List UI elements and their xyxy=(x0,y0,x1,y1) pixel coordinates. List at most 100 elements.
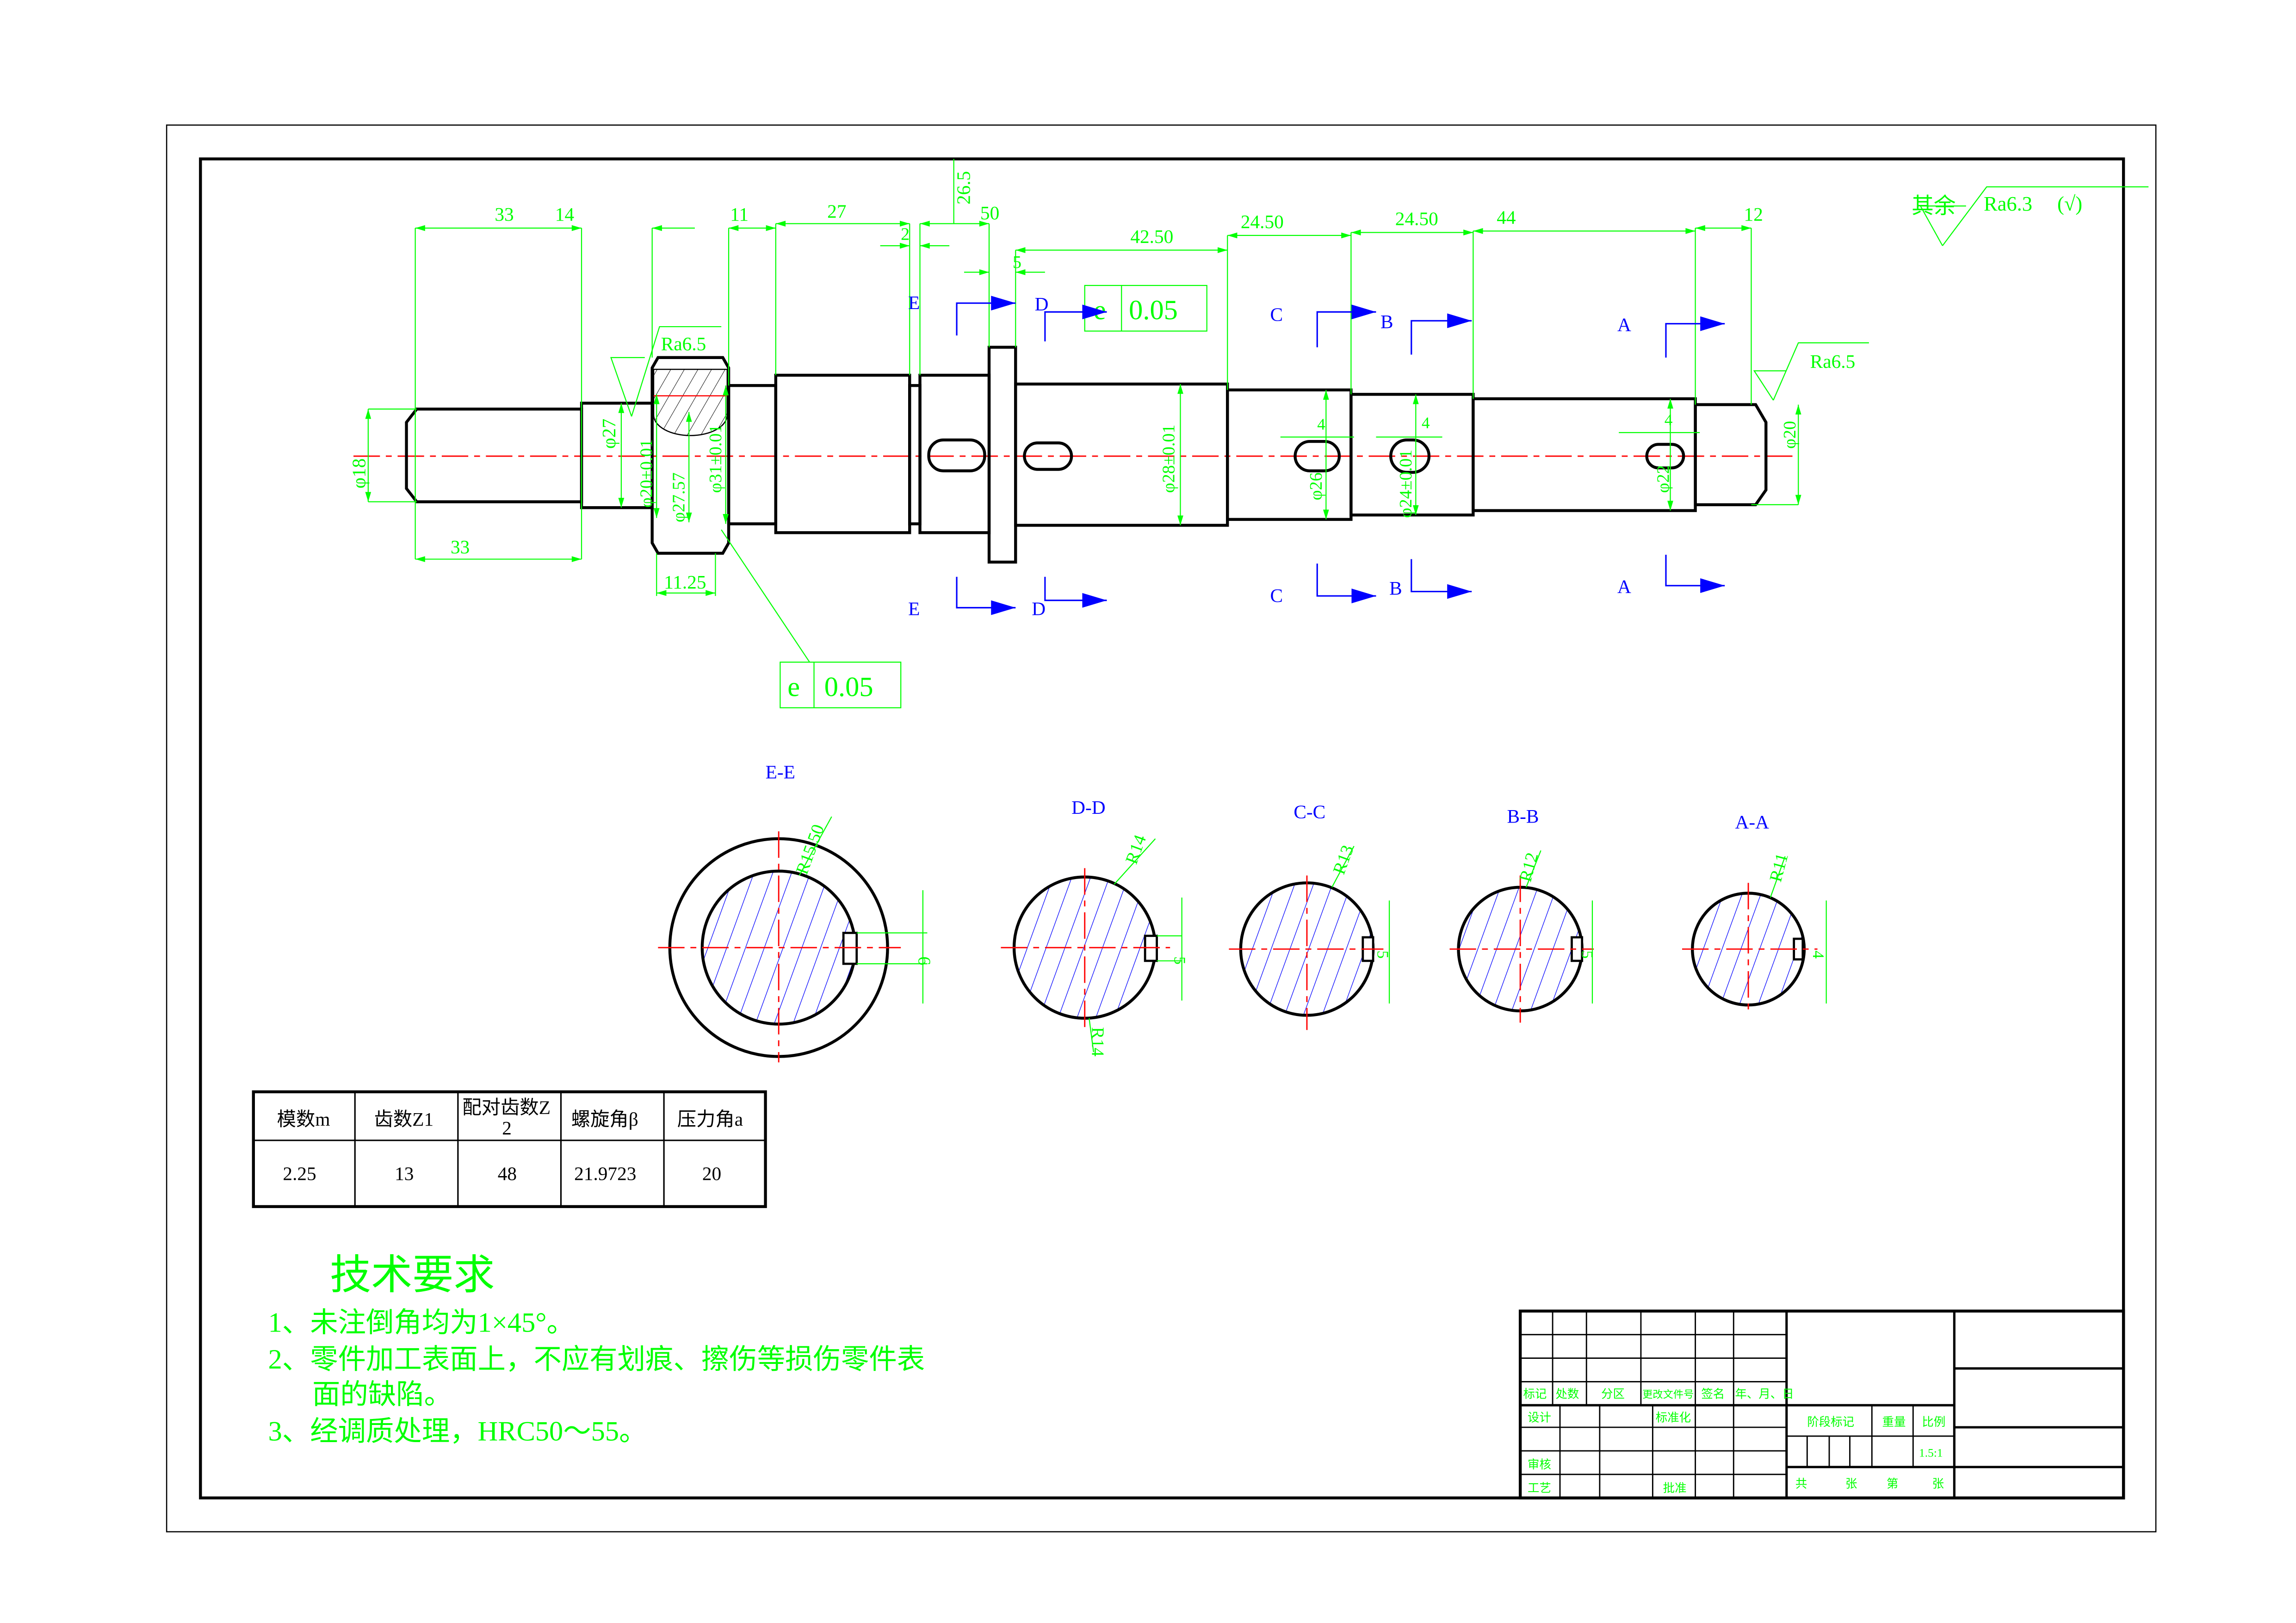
title-block-label: 张 xyxy=(1845,1477,1857,1490)
gear xyxy=(650,356,730,555)
section-radius: R13 xyxy=(1329,842,1357,877)
roughness-gear: Ra6.5 xyxy=(661,333,706,354)
roughness-general-prefix: 其余 xyxy=(1912,194,1956,218)
tolerance-value: 0.05 xyxy=(824,671,873,702)
section-mark-A: A xyxy=(1617,576,1631,597)
title-block-label: 标记 xyxy=(1523,1387,1547,1400)
section-key-width: 4 xyxy=(1809,951,1827,959)
section-radius: R14 xyxy=(1122,832,1150,867)
table-header: 齿数Z1 xyxy=(374,1109,434,1130)
dim-phi31-tol: φ31±0.01 xyxy=(706,425,725,493)
dim-phi26: φ26 xyxy=(1306,472,1326,500)
section-radius: R11 xyxy=(1766,851,1792,884)
table-header: 压力角a xyxy=(677,1109,743,1130)
dim-keyway-width: 4 xyxy=(1317,415,1325,434)
roughness-end: Ra6.5 xyxy=(1810,351,1856,372)
section-mark-C: C xyxy=(1270,304,1283,325)
dimensions: 33 14 33 11 27 2 26.5 50 5 42.50 24.50 2… xyxy=(348,159,1801,596)
dim-24-50-b: 24.50 xyxy=(1395,208,1438,229)
tech-line: 1、未注倒角均为1×45°。 xyxy=(268,1307,575,1338)
gear-parameter-table: 模数m 齿数Z1 配对齿数Z 2 螺旋角β 压力角a 2.25 13 48 21… xyxy=(252,1090,767,1208)
title-block-label: 重量 xyxy=(1882,1415,1906,1429)
dim-phi24-tol: φ24±0.01 xyxy=(1396,450,1416,518)
section-mark-C: C xyxy=(1270,585,1283,606)
dim-keyway-width: 4 xyxy=(1665,411,1672,429)
section-key-width: 5 xyxy=(1374,951,1392,959)
roughness-general-check: (√) xyxy=(2057,192,2082,215)
tolerance-symbol: e xyxy=(1094,295,1106,326)
title-block: 标记 处数 分区 更改文件号 签名 年、月、日 设计 标准化 审核 工艺 批准 … xyxy=(1518,1309,2125,1499)
keyway-slot xyxy=(1293,440,1341,472)
title-block-label: 张 xyxy=(1932,1477,1944,1490)
dim-27: 27 xyxy=(827,201,846,222)
outer-frame xyxy=(166,124,2157,1533)
tolerance-frame: e 0.05 xyxy=(721,529,902,708)
section-title: A-A xyxy=(1735,812,1769,833)
keyway-slot xyxy=(927,438,986,472)
tech-title: 技术要求 xyxy=(330,1253,495,1298)
table-header: 螺旋角β xyxy=(571,1109,638,1130)
title-block-label: 标准化 xyxy=(1656,1411,1691,1424)
shaft-main-view xyxy=(353,346,1793,564)
section-key-width: 5 xyxy=(1171,956,1189,964)
section-mark-E: E xyxy=(908,292,920,313)
title-block-label: 设计 xyxy=(1528,1411,1551,1424)
technical-requirements: 技术要求 1、未注倒角均为1×45°。 2、零件加工表面上，不应有划痕、擦伤等损… xyxy=(268,1253,925,1447)
section-key-width: 5 xyxy=(1578,951,1597,959)
section-mark-A: A xyxy=(1617,314,1631,335)
roughness-general: Ra6.3 xyxy=(1984,192,2032,215)
dim-phi18: φ18 xyxy=(348,458,370,489)
collar xyxy=(987,346,1017,564)
dim-50: 50 xyxy=(980,202,999,223)
tolerance-symbol: e xyxy=(787,671,800,702)
section-view-E-E: E-E R15.50 6 xyxy=(658,761,934,1063)
section-mark-D: D xyxy=(1035,293,1049,315)
section-radius: R14 xyxy=(1088,1027,1108,1057)
title-block-label: 工艺 xyxy=(1528,1481,1551,1495)
dim-24-50-a: 24.50 xyxy=(1241,211,1284,232)
table-header: 2 xyxy=(502,1117,512,1139)
section-view-C-C: C-C R13 5 xyxy=(1229,801,1392,1030)
inner-frame xyxy=(199,157,2125,1499)
title-block-label: 比例 xyxy=(1922,1415,1945,1429)
table-cell: 13 xyxy=(395,1163,414,1184)
dim-phi20-tol: φ20±0.01 xyxy=(637,439,656,508)
keyway-slot xyxy=(1389,438,1431,474)
title-block-label: 处数 xyxy=(1555,1387,1579,1400)
dim-2: 2 xyxy=(901,224,910,244)
section-mark-B: B xyxy=(1389,577,1402,599)
section-mark-B: B xyxy=(1380,311,1393,332)
section-title: D-D xyxy=(1071,797,1105,818)
table-cell: 2.25 xyxy=(283,1163,316,1184)
title-block-label: 批准 xyxy=(1663,1481,1687,1495)
section-view-D-D: D-D R14 R14 5 xyxy=(1001,797,1189,1057)
dim-12: 12 xyxy=(1744,204,1763,225)
title-block-label: 更改文件号 xyxy=(1642,1388,1694,1400)
dim-44: 44 xyxy=(1497,206,1516,228)
section-view-B-B: B-B R12 5 xyxy=(1449,805,1597,1023)
dim-phi27-57: φ27.57 xyxy=(669,472,689,522)
section-title: E-E xyxy=(766,761,795,782)
title-block-label: 年、月、日 xyxy=(1735,1387,1794,1400)
title-block-label: 阶段标记 xyxy=(1807,1415,1854,1429)
section-marks: E E D D C C B B A A xyxy=(908,292,1725,619)
dim-11-25: 11.25 xyxy=(664,571,706,593)
dim-phi20-end: φ20 xyxy=(1780,421,1800,449)
tolerance-frame: e 0.05 xyxy=(1084,285,1207,332)
dim-11: 11 xyxy=(730,204,749,225)
dim-5: 5 xyxy=(1013,253,1021,272)
tech-line: 3、经调质处理，HRC50～55。 xyxy=(268,1416,647,1447)
dim-14: 14 xyxy=(555,204,575,225)
title-block-label: 第 xyxy=(1887,1477,1898,1490)
section-view-A-A: A-A R11 4 xyxy=(1682,812,1827,1016)
dim-phi22: φ22 xyxy=(1653,465,1673,493)
table-cell: 21.9723 xyxy=(574,1163,636,1184)
table-cell: 20 xyxy=(702,1163,721,1184)
table-cell: 48 xyxy=(498,1163,517,1184)
dim-keyway-width: 4 xyxy=(1422,414,1430,432)
title-block-label: 分区 xyxy=(1601,1387,1625,1400)
dim-33-top: 33 xyxy=(495,204,514,225)
table-header: 配对齿数Z xyxy=(462,1097,551,1118)
section-key-width: 6 xyxy=(914,956,934,965)
